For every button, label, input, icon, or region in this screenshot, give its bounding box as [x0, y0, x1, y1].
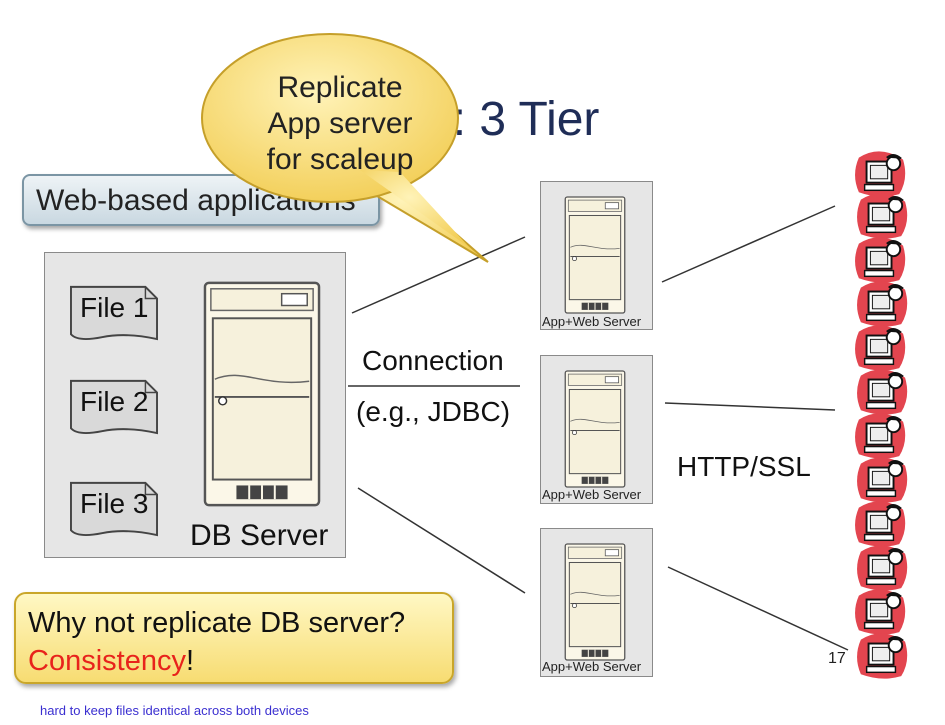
db-server-icon: [203, 281, 321, 507]
why-not-replicate-box: Why not replicate DB server? Consistency…: [14, 592, 454, 684]
file-label-1: File 1: [80, 292, 149, 323]
callout-bubble: [201, 33, 489, 263]
file-label-3: File 3: [80, 488, 149, 519]
connection-label: Connection: [362, 345, 504, 376]
why-answer: Consistency: [28, 645, 186, 677]
page-number: 17: [828, 650, 846, 667]
app-server-label-1: App+Web Server: [542, 314, 642, 329]
file-label-2: File 2: [80, 386, 149, 417]
http-ssl-label: HTTP/SSL: [677, 451, 811, 482]
user-crowd-icon: [854, 150, 909, 680]
app-server-label-3: App+Web Server: [542, 659, 642, 674]
speaker-note: hard to keep files identical across both…: [40, 703, 309, 718]
db-server-label: DB Server: [190, 519, 329, 552]
callout-line-3: for scaleup: [266, 143, 414, 176]
connection-example: (e.g., JDBC): [356, 396, 511, 427]
why-answer-line: Consistency!: [28, 642, 452, 680]
connection-lines: [348, 205, 849, 651]
callout-line-2: App server: [267, 107, 413, 140]
callout-line-1: Replicate: [277, 71, 403, 104]
why-question: Why not replicate DB server?: [28, 607, 406, 639]
app-server-label-2: App+Web Server: [542, 487, 642, 502]
app-server-icon-1: [564, 196, 626, 314]
app-server-icon-3: [564, 543, 626, 661]
why-answer-suffix: !: [185, 645, 195, 677]
app-server-icon-2: [564, 370, 626, 488]
callout-text: Replicate App server for scaleup: [240, 70, 440, 178]
